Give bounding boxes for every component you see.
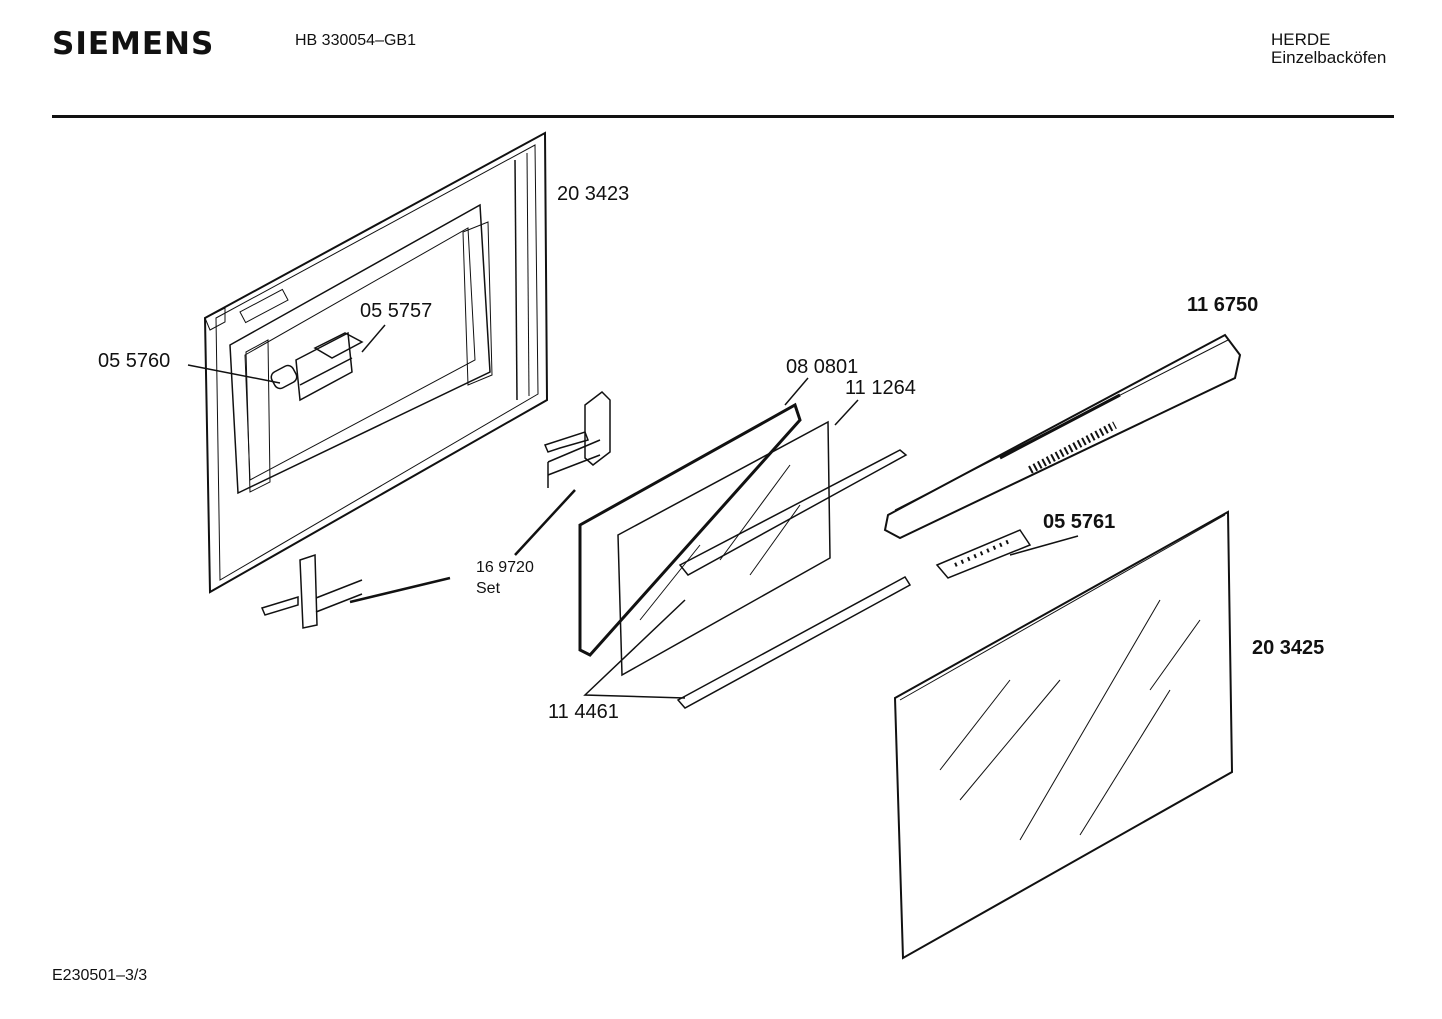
category-line-2: Einzelbacköfen — [1271, 48, 1387, 67]
glass-strip-upper — [678, 449, 908, 576]
glass-strip-lower — [676, 576, 912, 709]
category-line-1: HERDE — [1271, 30, 1331, 49]
label-seal: 08 0801 — [786, 356, 858, 378]
label-glass-strip: 11 4461 — [548, 701, 619, 723]
outer-glass-part — [893, 510, 1234, 960]
leader-lines — [187, 324, 1079, 699]
label-clip: 05 5760 — [98, 350, 170, 372]
label-outer-glass: 20 3425 — [1252, 637, 1324, 659]
door-frame-part — [203, 131, 549, 594]
hinge-upper — [543, 391, 611, 488]
label-inner-glass: 11 1264 — [845, 377, 916, 399]
inner-glass-part — [617, 420, 831, 677]
label-bracket: 05 5757 — [360, 300, 432, 322]
model-number: HB 330054–GB1 — [295, 32, 416, 49]
bracket-part — [295, 331, 364, 402]
header-rule — [52, 115, 1394, 118]
vent-grille-part — [935, 529, 1032, 579]
handle-bar-part — [883, 333, 1242, 540]
label-hinge-set-word: Set — [476, 580, 501, 597]
clip-part — [270, 364, 298, 390]
drawing-id: E230501–3/3 — [52, 967, 148, 984]
label-vent-grille: 05 5761 — [1043, 511, 1115, 533]
label-handle-bar: 11 6750 — [1187, 294, 1258, 316]
siemens-logo: SIEMENS — [52, 26, 215, 62]
hinge-lower — [260, 553, 363, 629]
label-hinge-set-number: 16 9720 — [476, 559, 534, 576]
label-door-frame: 20 3423 — [557, 183, 629, 205]
category: HERDE Einzelbacköfen — [1271, 31, 1386, 67]
seal-part — [578, 402, 802, 657]
